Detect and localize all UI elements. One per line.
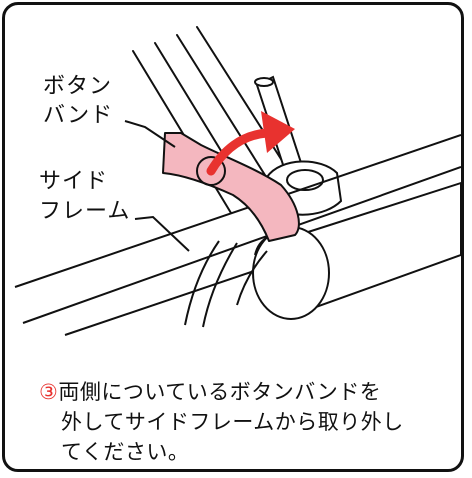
label-side-frame-line1: サイド xyxy=(39,169,109,194)
instruction-caption: ③両側についているボタンバンドを 外してサイドフレームから取り外し てください。 xyxy=(39,377,459,467)
caption-text-line1: 両側についているボタンバンドを xyxy=(58,380,382,404)
leader-lines xyxy=(124,120,190,252)
caption-line3: てください。 xyxy=(61,440,190,464)
step-number: ③ xyxy=(39,380,59,404)
label-side-frame-line2: フレーム xyxy=(39,199,131,224)
button-band xyxy=(162,132,300,242)
label-button-band-line1: ボタン xyxy=(43,74,113,99)
stroller-side-frame-illustration xyxy=(14,26,461,336)
curved-arrow-icon xyxy=(206,111,295,176)
instruction-panel: ボタン バンド サイド フレーム ③両側についているボタンバンドを 外してサイド… xyxy=(2,2,464,472)
caption-line2: 外してサイドフレームから取り外し xyxy=(61,410,404,434)
caption-line1: ③両側についているボタンバンドを xyxy=(39,377,459,407)
strap xyxy=(184,240,268,328)
label-button-band-line2: バンド xyxy=(43,103,114,128)
